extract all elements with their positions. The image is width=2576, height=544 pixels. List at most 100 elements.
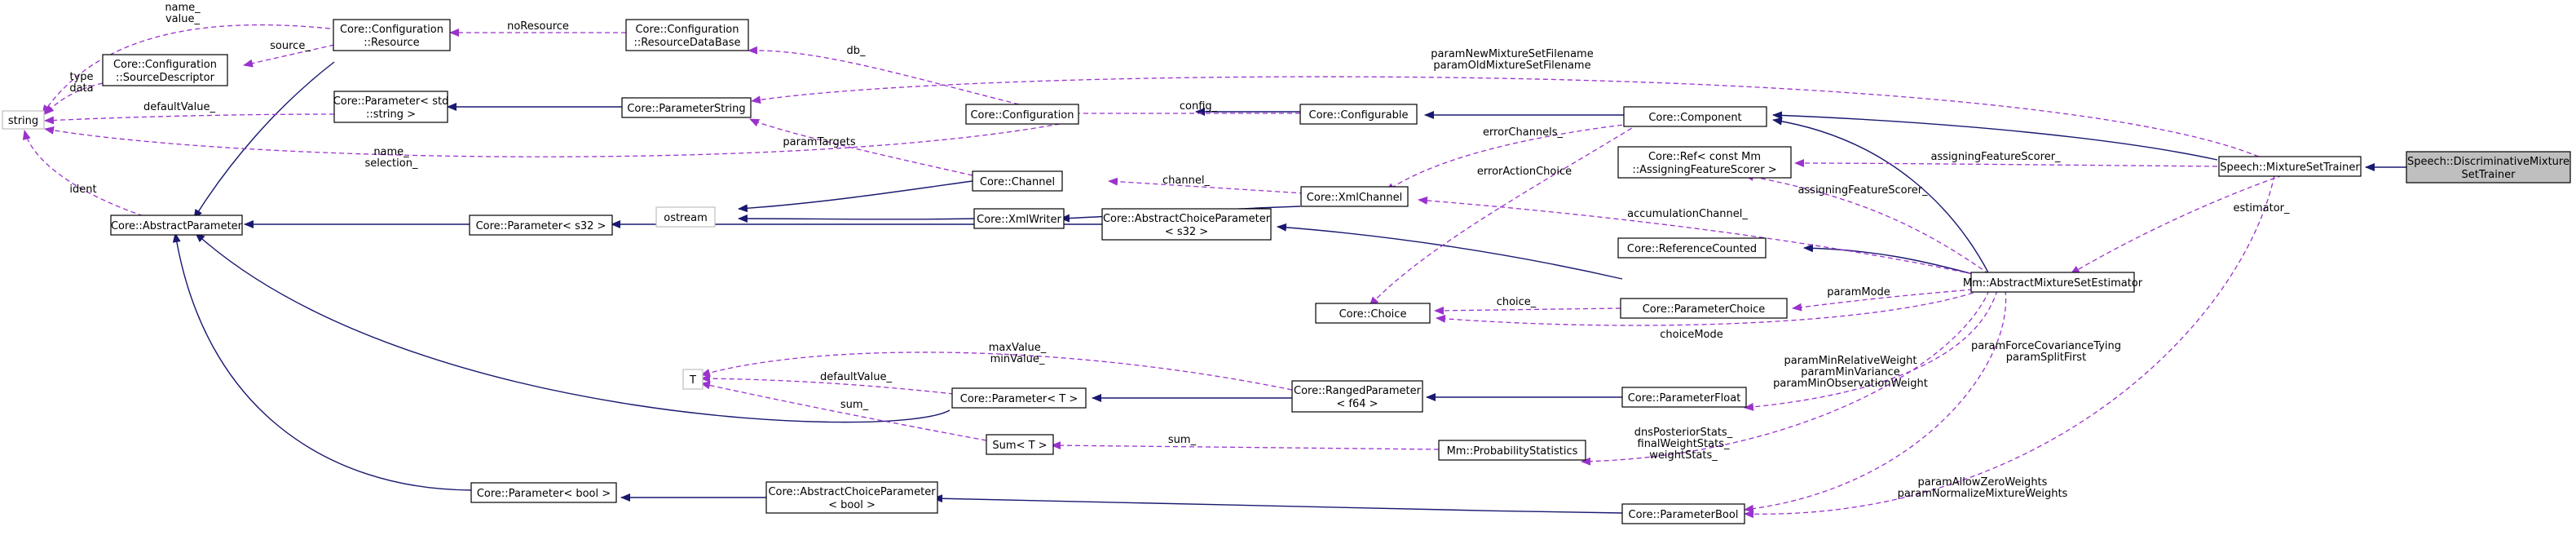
node-parameter-std-string[interactable]: Core::Parameter< std ::string > [333,91,449,123]
edge-label-param-mode: paramMode [1827,286,1890,299]
edge-label-config: config_ [1180,100,1218,113]
node-component[interactable]: Core::Component [1623,106,1767,127]
node-parameter-string[interactable]: Core::ParameterString [621,97,752,118]
node-component-label: Core::Component [1648,112,1741,124]
node-parameter-bool-label: Core::Parameter< bool > [477,488,611,500]
edge-label-param-float-set-2: paramMinVariance [1801,366,1899,378]
node-abstract-choice-parameter-bool-line-1: Core::AbstractChoiceParameter [768,486,936,498]
node-configuration-source-descriptor[interactable]: Core::Configuration ::SourceDescriptor [102,54,228,86]
node-T-label: T [689,374,696,387]
node-configuration-resource-database-line-1: Core::Configuration [635,24,739,36]
edge-use-sum-stats [1051,441,1440,450]
edge-label-stats-3: weightStats_ [1649,449,1718,462]
node-reference-counted-label: Core::ReferenceCounted [1627,243,1757,255]
node-configurable-label: Core::Configurable [1309,109,1409,122]
node-mixture-set-trainer-label: Speech::MixtureSetTrainer [2220,161,2360,174]
edge-inherit-parameter-bool-core-to-abstract-choice-bool [933,494,1623,514]
node-ranged-parameter-f64-line-2: < f64 > [1336,398,1378,410]
edge-use-param-mode [1792,289,1974,312]
edge-inherit-mixture-trainer-to-component [1772,111,2218,161]
edge-label-param-float-set-1: paramMinRelativeWeight [1784,355,1917,367]
edge-label-default-value-T: defaultValue_ [820,371,892,383]
node-configuration-resource-database-line-2: ::ResourceDataBase [633,37,740,49]
edge-use-default-value-string [44,113,335,125]
edge-label-param-covariance-1: paramForceCovarianceTying [1971,340,2121,352]
edge-label-db: db_ [846,45,866,57]
node-abstract-parameter-label: Core::AbstractParameter [111,220,243,232]
node-sum-T[interactable]: Sum< T > [986,434,1054,455]
node-ranged-parameter-f64[interactable]: Core::RangedParameter < f64 > [1291,380,1423,413]
edge-label-assigning-feature-scorer-top: assigningFeatureScorer_ [1930,151,2061,163]
edge-inherit-param-std-string-to-abstract-parameter [193,61,335,219]
edge-label-param-weights-1: paramAllowZeroWeights [1918,476,2048,489]
node-configuration-resource-database[interactable]: Core::Configuration ::ResourceDataBase [625,19,749,51]
node-configurable[interactable]: Core::Configurable [1299,104,1418,125]
node-abstract-mixture-set-estimator[interactable]: Mm::AbstractMixtureSetEstimator [1963,272,2143,293]
edge-inherit-estimator-to-reference-counted [1803,244,1974,275]
node-probability-statistics-label: Mm::ProbabilityStatistics [1447,445,1578,458]
edge-label-max-min-value-1: maxValue_ [989,342,1047,354]
edge-inherit-channel-to-ostream [738,180,973,213]
edge-label-data: data [69,82,93,95]
edge-label-sum: sum_ [840,399,869,411]
edge-label-param-float-set-3: paramMinObservationWeight [1773,378,1928,390]
edge-label-stats-1: dnsPosteriorStats_ [1634,427,1733,439]
node-configuration[interactable]: Core::Configuration [965,104,1079,125]
edge-label-max-min-value-2: minValue_ [990,353,1045,365]
edge-label-name-selection-1: name_ [373,146,409,158]
edge-label-estimator: estimator_ [2233,202,2290,215]
node-configuration-label: Core::Configuration [970,109,1074,122]
node-T[interactable]: T [682,369,704,390]
edge-use-assigning-feature-scorer-top [1794,159,2218,168]
edge-inherit-parameter-choice-to-abstract-choice-s32 [1277,223,1623,280]
node-parameter-choice-label: Core::ParameterChoice [1643,303,1766,316]
edge-label-param-filenames-2: paramOldMixtureSetFilename [1433,60,1590,72]
node-parameter-s32[interactable]: Core::Parameter< s32 > [469,215,613,236]
node-discriminative-mixture-set-trainer-line-1: Speech::DiscriminativeMixture [2407,156,2569,168]
edge-use-param-float-set [1744,290,1998,411]
node-parameter-bool-core[interactable]: Core::ParameterBool [1621,503,1745,524]
edge-use-ident [22,130,152,219]
edge-label-param-weights-2: paramNormalizeMixtureWeights [1898,488,2068,500]
node-discriminative-mixture-set-trainer[interactable]: Speech::DiscriminativeMixture SetTrainer [2406,151,2571,184]
node-choice[interactable]: Core::Choice [1315,303,1431,324]
node-string[interactable]: string [2,110,45,130]
edge-use-choice [1434,306,1621,315]
edge-label-choice-mode: choiceMode [1660,329,1723,341]
node-abstract-choice-parameter-s32-line-2: < s32 > [1165,226,1208,238]
edge-label-param-filenames-1: paramNewMixtureSetFilename [1431,48,1593,60]
node-parameter-choice[interactable]: Core::ParameterChoice [1620,298,1788,319]
node-probability-statistics[interactable]: Mm::ProbabilityStatistics [1438,440,1586,461]
node-xmlchannel[interactable]: Core::XmlChannel [1300,186,1409,207]
node-channel[interactable]: Core::Channel [972,170,1063,192]
node-abstract-choice-parameter-bool[interactable]: Core::AbstractChoiceParameter < bool > [765,481,938,514]
node-parameter-T[interactable]: Core::Parameter< T > [951,387,1087,409]
node-parameter-float[interactable]: Core::ParameterFloat [1621,387,1747,408]
node-ostream[interactable]: ostream [655,206,716,228]
edge-label-default-value-string: defaultValue_ [143,101,215,113]
node-reference-counted[interactable]: Core::ReferenceCounted [1617,237,1767,259]
edge-label-param-covariance-2: paramSplitFirst [2006,352,2086,364]
node-configuration-resource[interactable]: Core::Configuration ::Resource [333,19,451,51]
node-ref-assigning-feature-scorer[interactable]: Core::Ref< const Mm ::AssigningFeatureSc… [1617,146,1792,179]
node-abstract-parameter[interactable]: Core::AbstractParameter [110,215,243,236]
edge-use-default-value-T [700,374,955,395]
edge-use-param-weights [1744,175,2275,519]
edge-use-name-selection [44,122,1069,157]
edge-use-channel [1108,177,1305,194]
edge-use-accumulation-channel [1418,196,1974,275]
edge-use-error-action-choice [1369,123,1639,307]
node-abstract-choice-parameter-s32[interactable]: Core::AbstractChoiceParameter < s32 > [1101,208,1272,241]
node-ref-assigning-feature-scorer-line-2: ::AssigningFeatureScorer > [1632,164,1776,176]
node-mixture-set-trainer[interactable]: Speech::MixtureSetTrainer [2218,156,2362,177]
edge-inherit-parameter-bool-to-abstract-parameter [172,232,472,491]
edge-use-estimator [2070,175,2283,275]
edge-label-error-channels: errorChannels_ [1483,126,1564,139]
node-parameter-bool[interactable]: Core::Parameter< bool > [470,482,617,503]
node-parameter-bool-core-label: Core::ParameterBool [1629,509,1739,521]
node-xmlwriter-label: Core::XmlWriter [977,214,1061,226]
edge-use-error-channels [1385,123,1631,192]
node-parameter-std-string-line-1: Core::Parameter< std [333,95,449,108]
node-xmlwriter[interactable]: Core::XmlWriter [973,208,1065,229]
node-channel-label: Core::Channel [980,176,1055,188]
